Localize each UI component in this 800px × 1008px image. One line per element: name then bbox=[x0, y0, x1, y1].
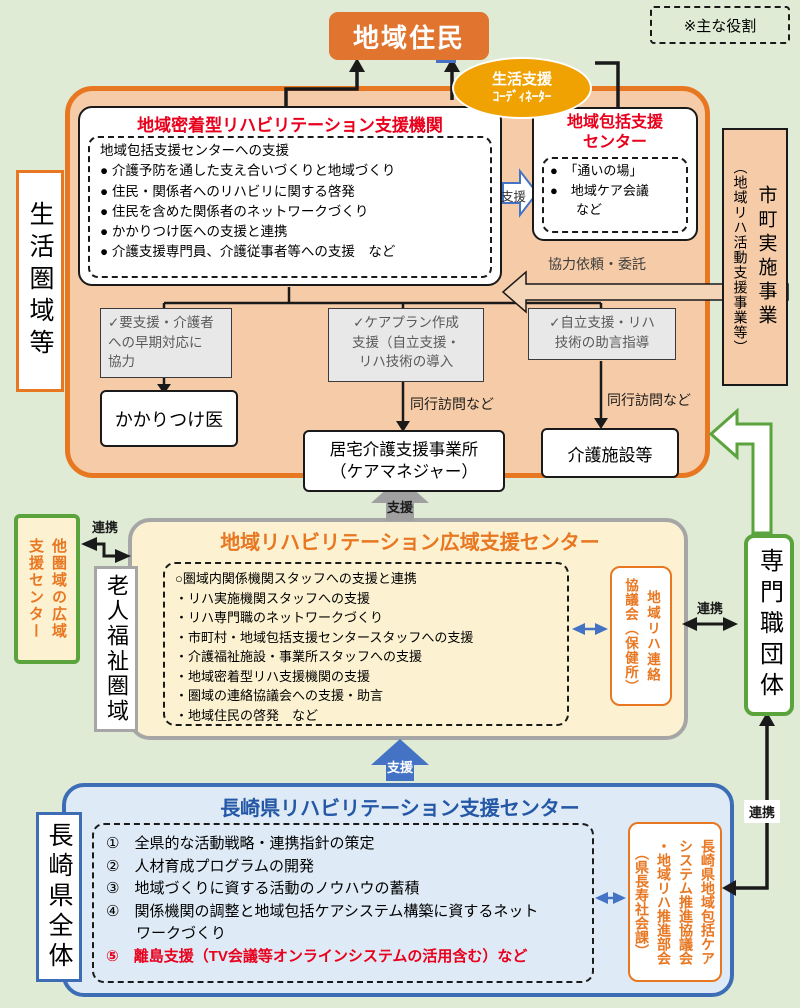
dense-rehab-list: 地域包括支援センターへの支援 ● 介護予防を通した支え合いづくりと地域づくり ●… bbox=[88, 136, 492, 278]
city-program-main: 市町実施事業 bbox=[755, 185, 777, 329]
coordinator-oval: 生活支援 ｺｰﾃﾞｨﾈｰﾀｰ bbox=[452, 57, 592, 119]
city-program-box: 市町実施事業 （地域リハ活動支援事業等） bbox=[722, 128, 788, 386]
renkei-label-bottomright: 連携 bbox=[744, 800, 781, 823]
wide-area-title: 地域リハビリテーション広域支援センター bbox=[220, 532, 600, 554]
prefecture-council-col4: （県長寿社会課） bbox=[634, 846, 650, 958]
other-area-col1: 他圏域の広域 bbox=[50, 538, 67, 640]
side-label-life-area: 生活圏域等 bbox=[16, 170, 64, 392]
prefecture-council-col3: ・地域リハ推進部会 bbox=[656, 839, 672, 965]
renkei-label-midright: 連携 bbox=[697, 601, 724, 616]
doukou-label-2: 同行訪問など bbox=[607, 392, 691, 408]
houkatsu-center-box: 地域包括支援 センター ● 「通いの場」 ● 地域ケア会議 など bbox=[532, 107, 698, 241]
professional-org-text: 専門職団体 bbox=[755, 547, 783, 703]
facility-label: 介護施設等 bbox=[567, 445, 653, 465]
side-label-elderly-area-text: 老人福祉圏域 bbox=[104, 574, 129, 724]
blue-tick-mark bbox=[436, 60, 456, 63]
city-program-sub: （地域リハ活動支援事業等） bbox=[732, 159, 749, 355]
prefecture-list-box: ① 全県的な活動戦略・連携指針の策定 ② 人材育成プログラムの開発 ③ 地域づく… bbox=[92, 823, 594, 983]
side-label-prefecture-text: 長崎県全体 bbox=[45, 822, 73, 972]
legend-box: ※主な役割 bbox=[650, 6, 790, 44]
facility-box: 介護施設等 bbox=[541, 428, 679, 478]
professional-org-box: 専門職団体 bbox=[744, 534, 794, 716]
homecare-box: 居宅介護支援事業所 （ケアマネジャー） bbox=[303, 430, 505, 492]
liaison-council-box: 地域リハ連絡 協議会（保健所） bbox=[610, 566, 672, 706]
side-label-life-area-text: 生活圏域等 bbox=[26, 201, 54, 361]
green-elbow-arrow bbox=[708, 407, 773, 535]
other-area-center-box: 他圏域の広域 支援センター bbox=[14, 514, 80, 664]
dense-rehab-title: 地域密着型リハビリテーション支援機関 bbox=[137, 116, 443, 135]
wide-area-list: ○圏域内関係機関スタッフへの支援と連携 ・リハ実施機関スタッフへの支援 ・リハ専… bbox=[163, 562, 569, 726]
doctor-label: かかりつけ医 bbox=[114, 409, 224, 430]
liaison-council-col2: 協議会（保健所） bbox=[623, 578, 638, 694]
check-box-guidance: ✓自立支援・リハ 技術の助言指導 bbox=[528, 308, 676, 360]
prefecture-council-col2: システム推進協議会 bbox=[678, 839, 694, 965]
legend-label: ※主な役割 bbox=[683, 17, 757, 35]
renkei-label-midleft: 連携 bbox=[92, 520, 119, 535]
shien-gray-label: 支援 bbox=[387, 500, 414, 515]
dense-rehab-box: 地域密着型リハビリテーション支援機関 地域包括支援センターへの支援 ● 介護予防… bbox=[78, 106, 502, 286]
check-box-careplan: ✓ケアプラン作成 支援（自立支援・ リハ技術の導入 bbox=[328, 308, 484, 382]
check-box-early-response: ✓要支援・介護者 への早期対応に 協力 bbox=[100, 308, 232, 378]
liaison-council-col1: 地域リハ連絡 bbox=[645, 589, 660, 683]
prefecture-container bbox=[62, 783, 734, 997]
coordinator-line2: ｺｰﾃﾞｨﾈｰﾀｰ bbox=[492, 89, 552, 105]
prefecture-council-col1: 長崎県地域包括ケア bbox=[700, 839, 716, 965]
shien-blue-label: 支援 bbox=[387, 760, 414, 775]
arrowhead-up-left bbox=[349, 58, 365, 72]
side-label-elderly-area: 老人福祉圏域 bbox=[94, 566, 138, 732]
coordinator-line1: 生活支援 bbox=[491, 71, 552, 89]
houkatsu-title: 地域包括支援 センター bbox=[566, 114, 663, 151]
doukou-label-1: 同行訪問など bbox=[410, 396, 494, 412]
prefecture-list-items: ① 全県的な活動戦略・連携指針の策定 ② 人材育成プログラムの開発 ③ 地域づく… bbox=[106, 835, 539, 942]
prefecture-title: 長崎県リハビリテーション支援センター bbox=[220, 798, 580, 820]
houkatsu-items: ● 「通いの場」 ● 地域ケア会議 など bbox=[542, 157, 688, 233]
other-area-col2: 支援センター bbox=[27, 538, 44, 640]
residents-label: 地域住民 bbox=[352, 22, 465, 53]
homecare-label: 居宅介護支援事業所 （ケアマネジャー） bbox=[329, 440, 479, 481]
prefecture-council-box: 長崎県地域包括ケア システム推進協議会 ・地域リハ推進部会 （県長寿社会課） bbox=[628, 822, 722, 982]
kyouryoku-label: 協力依頼・委託 bbox=[548, 256, 646, 272]
side-label-prefecture: 長崎県全体 bbox=[36, 812, 82, 982]
residents-box: 地域住民 bbox=[329, 12, 489, 60]
doctor-box: かかりつけ医 bbox=[100, 390, 238, 447]
shien-right-arrow-label: 支援 bbox=[501, 190, 527, 204]
prefecture-list-item-red: ⑤ 離島支援（TV会議等オンラインシステムの活用含む）など bbox=[106, 947, 528, 965]
